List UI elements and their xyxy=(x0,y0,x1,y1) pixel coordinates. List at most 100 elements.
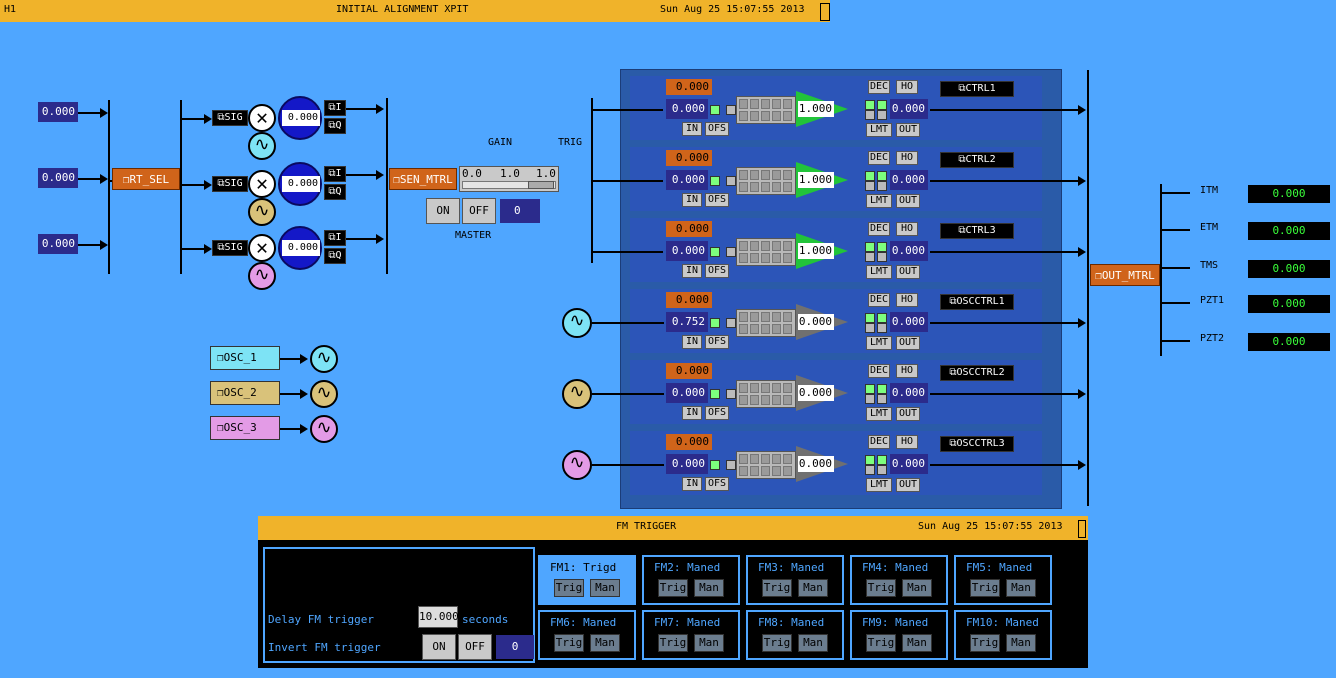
ho-button[interactable]: HO xyxy=(896,293,918,307)
filter-module[interactable] xyxy=(772,466,781,476)
filter-module[interactable] xyxy=(750,312,759,322)
filter-module[interactable] xyxy=(761,182,770,192)
gain-value[interactable]: 0.000 xyxy=(798,385,834,401)
filter-module[interactable] xyxy=(750,466,759,476)
ofs-button[interactable]: OFS xyxy=(705,193,729,207)
osc-button[interactable]: ❐OSC_3 xyxy=(210,416,280,440)
i-button[interactable]: ⧉I xyxy=(324,166,346,182)
fm-man-button[interactable]: Man xyxy=(590,579,620,597)
ho-button[interactable]: HO xyxy=(896,151,918,165)
channel-name-button[interactable]: ⧉OSCCTRL2 xyxy=(940,365,1014,381)
output-switch-indicator[interactable] xyxy=(877,110,887,120)
input-switch-indicator[interactable] xyxy=(710,176,720,186)
filter-bank[interactable] xyxy=(736,167,796,195)
output-switch-indicator[interactable] xyxy=(877,242,887,252)
gain-value[interactable]: 1.000 xyxy=(798,101,834,117)
sig-button[interactable]: ⧉SIG xyxy=(212,240,248,256)
filter-module[interactable] xyxy=(783,241,792,251)
ofs-button[interactable]: OFS xyxy=(705,406,729,420)
dec-button[interactable]: DEC xyxy=(868,435,890,449)
filter-module[interactable] xyxy=(750,111,759,121)
filter-module[interactable] xyxy=(783,466,792,476)
filter-module[interactable] xyxy=(783,182,792,192)
out-button[interactable]: OUT xyxy=(896,123,920,137)
ho-button[interactable]: HO xyxy=(896,364,918,378)
gain-slider-thumb[interactable] xyxy=(528,181,554,189)
filter-module[interactable] xyxy=(772,312,781,322)
in-button[interactable]: IN xyxy=(682,406,702,420)
filter-module[interactable] xyxy=(761,253,770,263)
offset-switch-indicator[interactable] xyxy=(726,176,736,186)
filter-module[interactable] xyxy=(739,395,748,405)
gain-value[interactable]: 1.000 xyxy=(798,243,834,259)
filter-module[interactable] xyxy=(750,182,759,192)
channel-name-button[interactable]: ⧉CTRL1 xyxy=(940,81,1014,97)
ofs-button[interactable]: OFS xyxy=(705,122,729,136)
osc-button[interactable]: ❐OSC_1 xyxy=(210,346,280,370)
output-switch-indicator[interactable] xyxy=(865,323,875,333)
fm-trig-button[interactable]: Trig xyxy=(554,579,584,597)
channel-name-button[interactable]: ⧉OSCCTRL1 xyxy=(940,294,1014,310)
filter-module[interactable] xyxy=(739,312,748,322)
filter-module[interactable] xyxy=(783,395,792,405)
out-button[interactable]: OUT xyxy=(896,194,920,208)
out-button[interactable]: OUT xyxy=(896,265,920,279)
channel-name-button[interactable]: ⧉CTRL3 xyxy=(940,223,1014,239)
gain-value[interactable]: 0.000 xyxy=(798,314,834,330)
output-switch-indicator[interactable] xyxy=(865,313,875,323)
i-button[interactable]: ⧉I xyxy=(324,100,346,116)
filter-module[interactable] xyxy=(761,466,770,476)
filter-module[interactable] xyxy=(772,324,781,334)
filter-module[interactable] xyxy=(772,170,781,180)
filter-module[interactable] xyxy=(750,99,759,109)
invert-on-button[interactable]: ON xyxy=(422,634,456,660)
lmt-button[interactable]: LMT xyxy=(866,336,892,350)
filter-module[interactable] xyxy=(739,383,748,393)
in-button[interactable]: IN xyxy=(682,335,702,349)
ofs-button[interactable]: OFS xyxy=(705,335,729,349)
filter-module[interactable] xyxy=(772,253,781,263)
offset-switch-indicator[interactable] xyxy=(726,389,736,399)
filter-bank[interactable] xyxy=(736,451,796,479)
fm-man-button[interactable]: Man xyxy=(590,634,620,652)
input-switch-indicator[interactable] xyxy=(710,460,720,470)
filter-module[interactable] xyxy=(772,383,781,393)
filter-module[interactable] xyxy=(750,454,759,464)
filter-module[interactable] xyxy=(783,383,792,393)
ofs-button[interactable]: OFS xyxy=(705,264,729,278)
filter-module[interactable] xyxy=(761,99,770,109)
master-on-button[interactable]: ON xyxy=(426,198,460,224)
filter-module[interactable] xyxy=(739,111,748,121)
q-button[interactable]: ⧉Q xyxy=(324,184,346,200)
lmt-button[interactable]: LMT xyxy=(866,194,892,208)
output-switch-indicator[interactable] xyxy=(877,465,887,475)
fm-man-button[interactable]: Man xyxy=(1006,634,1036,652)
output-switch-indicator[interactable] xyxy=(865,242,875,252)
filter-module[interactable] xyxy=(750,241,759,251)
output-switch-indicator[interactable] xyxy=(877,252,887,262)
filter-module[interactable] xyxy=(750,170,759,180)
osc-button[interactable]: ❐OSC_2 xyxy=(210,381,280,405)
filter-module[interactable] xyxy=(772,395,781,405)
output-switch-indicator[interactable] xyxy=(865,384,875,394)
sig-button[interactable]: ⧉SIG xyxy=(212,110,248,126)
fm-trig-button[interactable]: Trig xyxy=(866,579,896,597)
rt-sel-button[interactable]: ❐RT_SEL xyxy=(112,168,180,190)
lmt-button[interactable]: LMT xyxy=(866,407,892,421)
output-switch-indicator[interactable] xyxy=(865,100,875,110)
output-switch-indicator[interactable] xyxy=(865,181,875,191)
filter-module[interactable] xyxy=(783,99,792,109)
fm-man-button[interactable]: Man xyxy=(1006,579,1036,597)
filter-bank[interactable] xyxy=(736,309,796,337)
output-switch-indicator[interactable] xyxy=(865,394,875,404)
offset-switch-indicator[interactable] xyxy=(726,247,736,257)
out-button[interactable]: OUT xyxy=(896,336,920,350)
fm-trig-button[interactable]: Trig xyxy=(762,579,792,597)
in-button[interactable]: IN xyxy=(682,122,702,136)
channel-name-button[interactable]: ⧉CTRL2 xyxy=(940,152,1014,168)
sen-mtrl-button[interactable]: ❐SEN_MTRL xyxy=(389,168,457,190)
master-off-button[interactable]: OFF xyxy=(462,198,496,224)
filter-module[interactable] xyxy=(750,253,759,263)
dec-button[interactable]: DEC xyxy=(868,222,890,236)
fm-trig-button[interactable]: Trig xyxy=(762,634,792,652)
